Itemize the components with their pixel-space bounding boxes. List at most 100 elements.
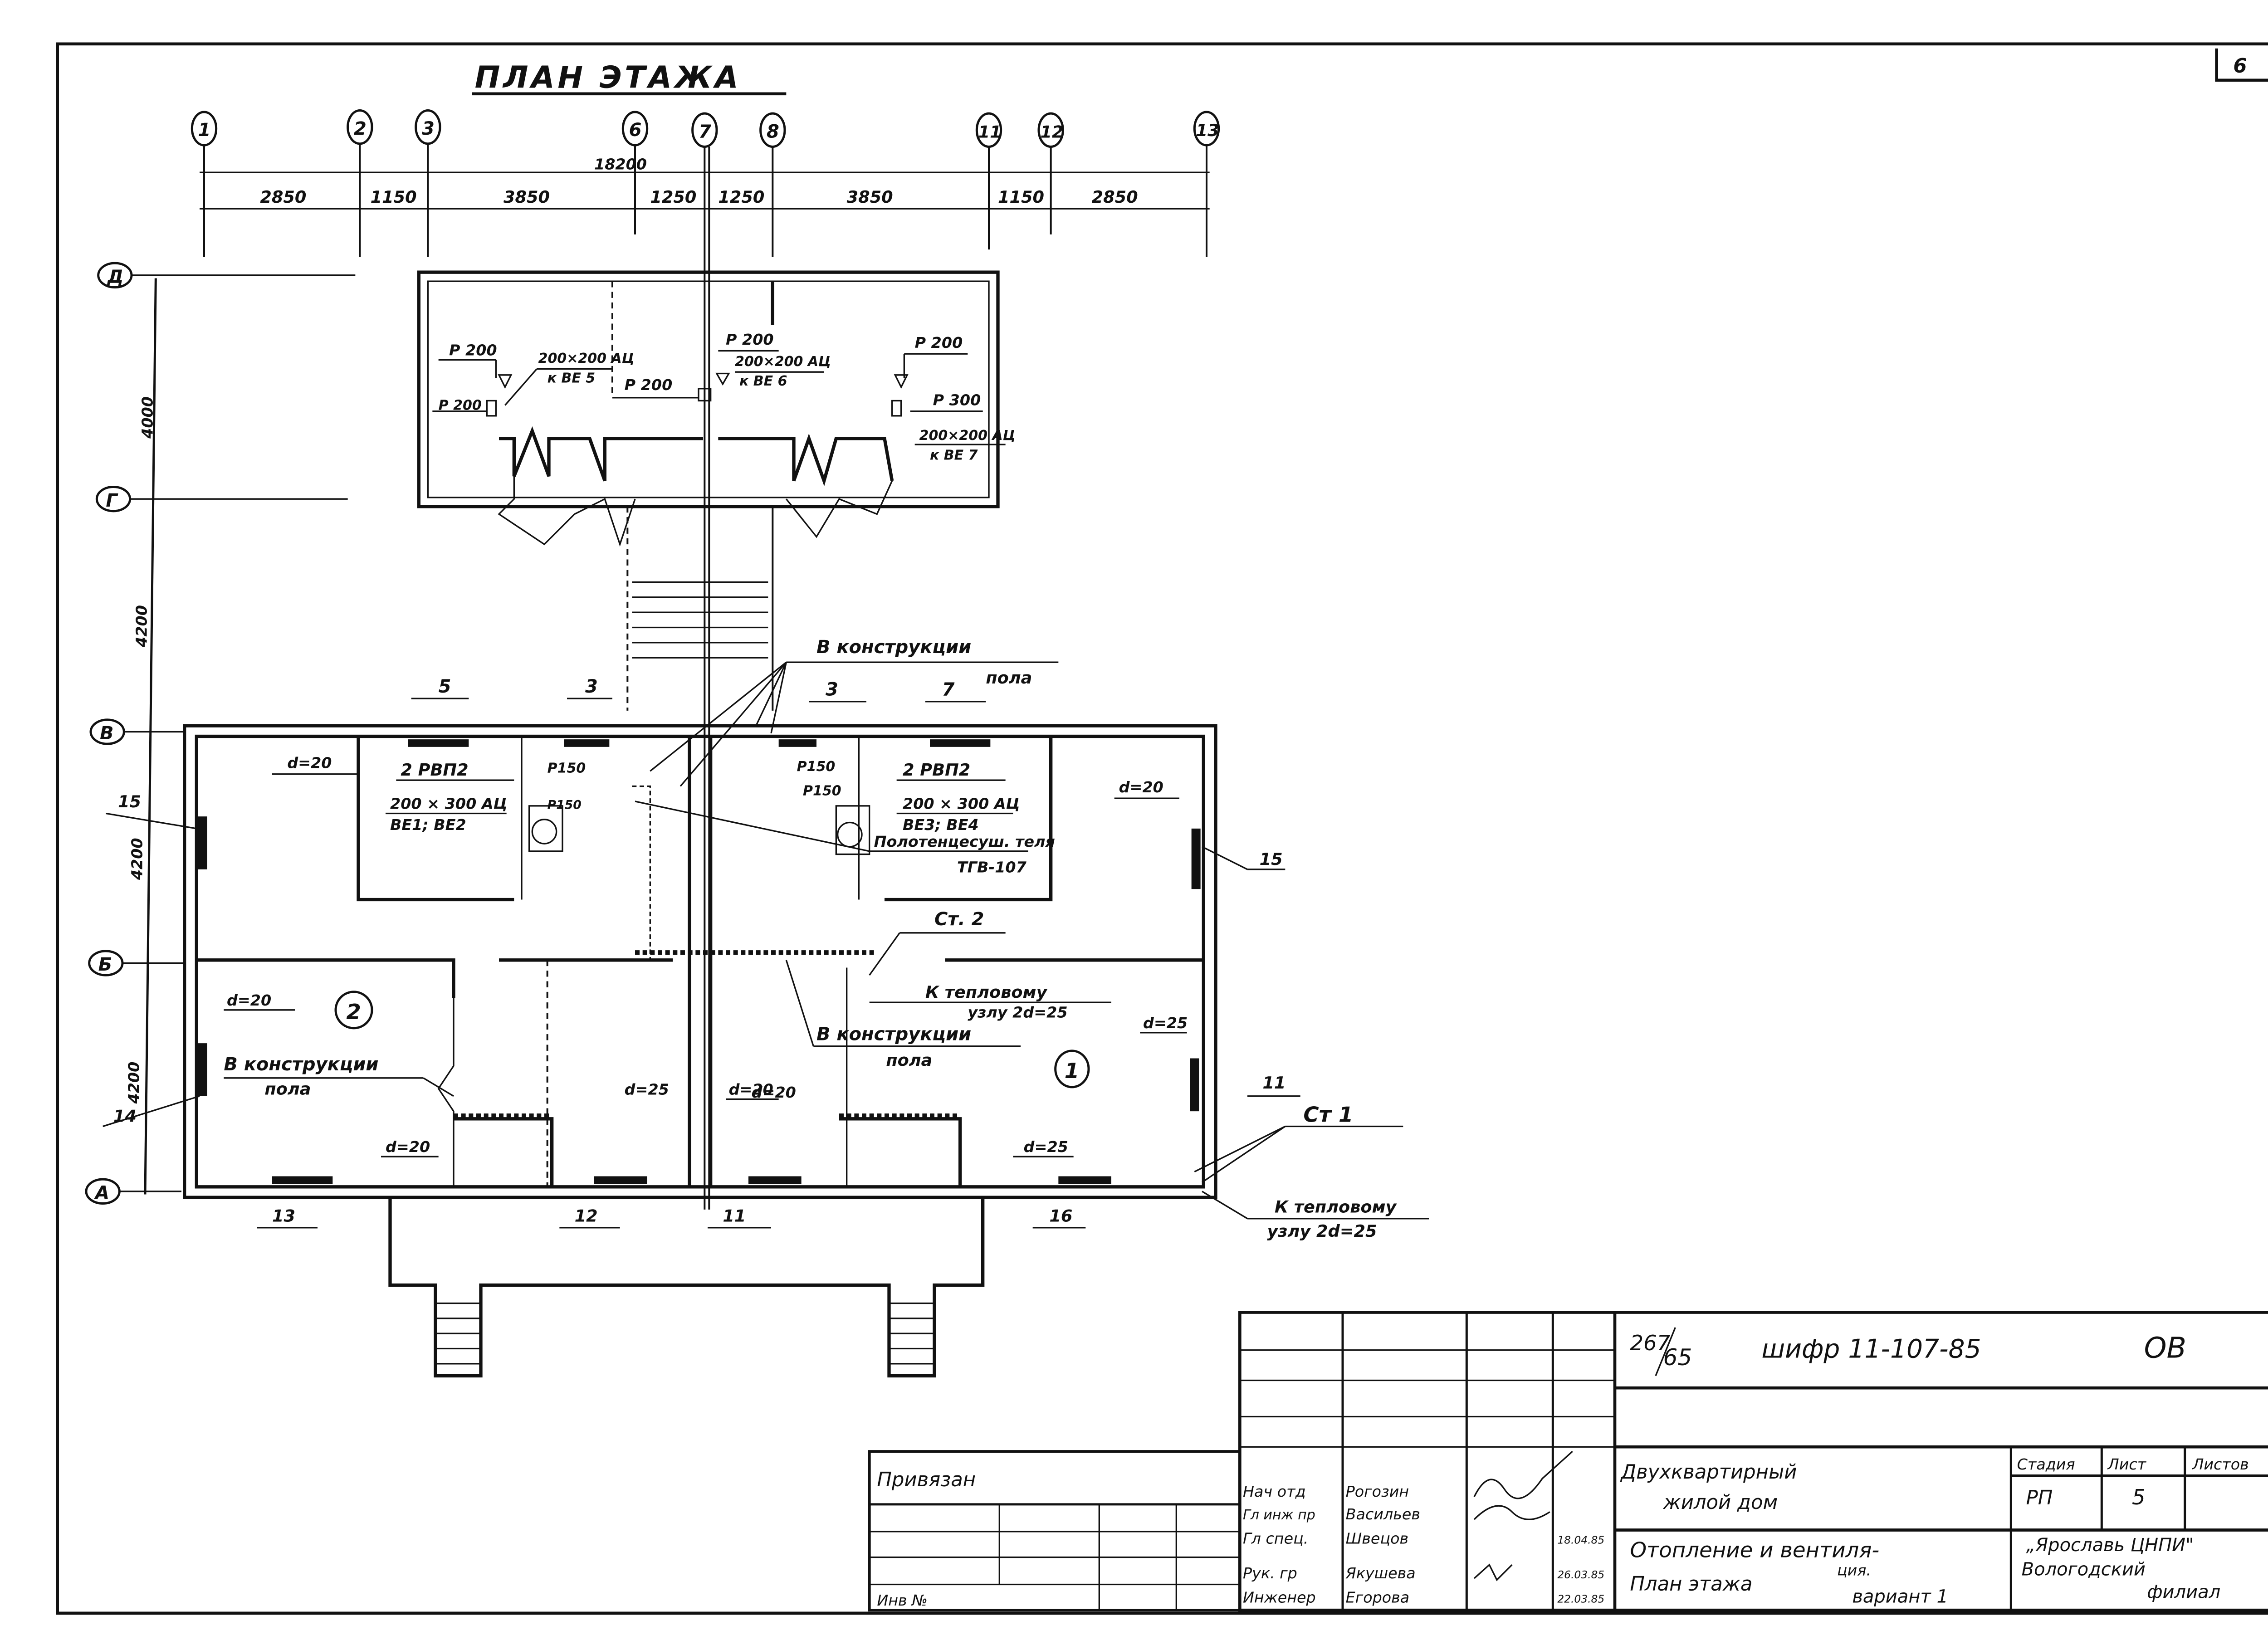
axes-horizontal-1: Г [106,490,118,511]
drawing-line1b: ция. [1837,1562,1871,1579]
title-block-roles-0-name: Рогозин [1346,1483,1409,1500]
sheets-header: Листов [2192,1455,2249,1473]
org-line2: Вологодский [2022,1559,2146,1580]
lower-block-labels-grille-right: 2 РВП2 [903,760,970,780]
axis-V: В [89,718,185,745]
radiator-3-left [564,739,610,747]
label-p300-right: Р 300 [933,391,981,409]
axes-vertical-6: 11 [978,122,1002,142]
lower-block-labels: В конструкции пола 5 3 3 7 2 РВП2 Р150 Р… [103,637,1429,1241]
lower-block-labels-st2: Ст. 2 [934,909,984,930]
dim-12-13: 2850 [1092,187,1138,207]
sheet-header: Лист [2107,1455,2147,1473]
dim-1-2: 2850 [260,187,306,207]
signature-1 [1473,1450,1573,1499]
lower-block-labels-window-5: 5 [439,676,451,697]
label-duct-right: 200×200 АЦ [919,428,1016,444]
dim-2-3: 1150 [371,187,417,207]
bound-label: Привязан [877,1469,976,1491]
radiator-11-right [1190,1058,1199,1112]
horizontal-axes: Д Г В Б А 4000 4200 4200 4200 [85,262,356,1205]
lower-block-labels-window-3-right: 3 [826,679,838,700]
label-p200-center-top: Р 200 [726,331,774,348]
label-duct-right-to: к ВЕ 7 [930,448,978,464]
sheet-frame [56,42,2268,1615]
lower-block-labels-to-heat-node-2: узлу 2d=25 [968,1004,1067,1021]
drawing-line2: План этажа [1630,1573,1752,1596]
axes-vertical-1: 2 [354,118,367,139]
axes-vertical-7: 12 [1040,122,1063,142]
lower-block-labels-d20-bot-left: d=20 [386,1138,430,1156]
porch-stair-right [889,1302,934,1365]
apartment-2: 2 [346,1000,361,1025]
label-duct-left-to: к ВЕ 5 [547,371,595,386]
radiator-15-left [198,816,207,869]
plan-title: ПЛАН ЭТАЖА [475,60,742,95]
dim-B-A: 4200 [125,1062,143,1104]
lower-block-labels-rad-12: 12 [575,1206,598,1226]
axis-12: 12 [1037,112,1064,234]
radiator-16 [1058,1176,1111,1184]
label-p200-right-top: Р 200 [915,334,963,351]
lower-block-labels-d20-ml: d=20 [227,991,271,1009]
drawing-line1: Отопление и вентиля- [1630,1538,1879,1563]
org-line3: филиал [2147,1582,2220,1603]
lower-block-labels-d20-tl: d=20 [287,754,332,772]
lower-block-labels-d25-bot-right: d=25 [1024,1138,1068,1156]
title-block-roles-3-name: Якушева [1345,1564,1416,1582]
lower-block-labels-rad-15-left: 15 [118,792,141,811]
axis-1: 1 [191,111,218,257]
sheet-value: 5 [2132,1485,2146,1510]
lower-block-labels-p150-right-2: Р150 [803,783,841,799]
dim-V-B: 4200 [128,838,146,880]
lower-block-labels-window-7: 7 [942,679,955,700]
overall-dimension: 18200 [594,156,647,173]
axes-horizontal-4: А [94,1183,109,1204]
org-line1: „Ярославь ЦНПИ" [2026,1535,2194,1556]
axes-horizontal-3: Б [98,954,112,975]
label-p200-left-top: Р 200 [449,342,497,359]
lower-block-labels-in-floor-mid-2: пола [886,1050,932,1070]
lower-block-labels-duct-left-to: ВЕ1; ВЕ2 [390,816,466,834]
lower-block-labels-to-heat-node-b-2: узлу 2d=25 [1267,1221,1377,1241]
radiator-11 [748,1176,802,1184]
lower-block-labels-to-heat-node: К тепловому [925,982,1048,1002]
signature-2 [1473,1505,1550,1520]
lower-block-labels-towel-dryer-2: ТГВ-107 [957,859,1027,876]
axis-B: Б [88,950,185,976]
axis-D: Д [97,262,356,288]
title-block-roles-3-date: 26.03.85 [1557,1568,1604,1581]
title-block-roles-0-role: Нач отд [1243,1483,1306,1500]
lower-block-labels-p150-right: Р150 [797,759,836,775]
dim-6-7: 1250 [650,187,696,207]
radiator-7 [930,739,991,747]
lower-block-labels-rad-15-right: 15 [1260,849,1283,869]
lower-block-labels-d20-tr: d=20 [1119,778,1163,796]
lower-block-labels-d25-center: d=25 [625,1081,669,1098]
lower-block-labels-rad-13: 13 [272,1206,295,1226]
axis-8: 8 [759,112,786,257]
lower-block-labels-window-3-left: 3 [585,676,598,697]
apartment-1-marker [1054,1049,1090,1089]
axis-11: 11 [975,112,1002,250]
inv-label: Инв № [877,1591,928,1609]
lower-block-labels-p150-left: Р150 [547,761,586,776]
axes-vertical-3: 6 [629,120,642,141]
lower-block-labels-duct-left: 200 × 300 АЦ [390,795,508,813]
lower-block-labels-grille-left: 2 РВП2 [401,760,468,780]
axes-horizontal-2: В [100,723,114,744]
code-text: шифр 11-107-85 [1761,1334,1981,1364]
axis-A: А [85,1178,181,1205]
section-code: ОВ [2144,1331,2186,1365]
code-denominator: 65 [1663,1344,1692,1371]
lower-block-labels-in-floor-left-2: пола [264,1079,311,1099]
lower-block-labels-in-floor-top-2: пола [986,668,1032,688]
axis-2: 2 [347,109,373,257]
title-block-roles-4-role: Инженер [1243,1589,1316,1606]
apartment-1: 1 [1065,1059,1079,1084]
title-block-roles-2-role: Гл спец. [1243,1530,1308,1547]
axes-vertical-2: 3 [422,118,435,139]
dim-11-12: 1150 [998,187,1044,207]
lower-block-labels-in-floor-left: В конструкции [224,1054,378,1075]
axis-7: 7 [691,112,718,1210]
